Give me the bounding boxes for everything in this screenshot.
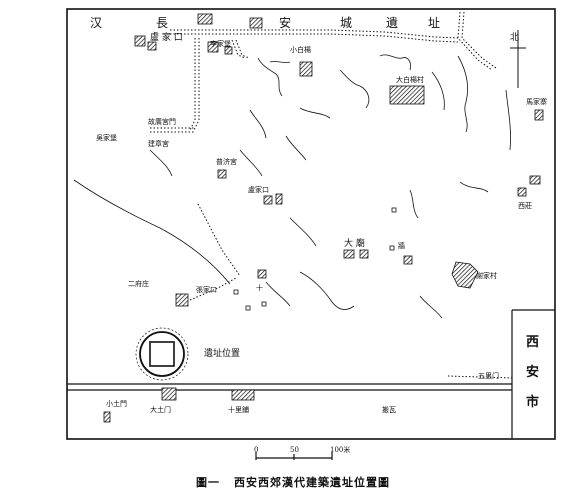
figure-title: 西安西郊漢代建築遺址位置圖	[234, 476, 390, 489]
village-blocks	[103, 13, 544, 423]
terrain-lines	[73, 54, 511, 319]
label-ma-jia-zhai: 馬家寨	[526, 97, 547, 106]
railway	[67, 309, 555, 439]
label-xiao-tu-men: 小土門	[106, 399, 127, 408]
label-xi-zhuang: 西莊	[518, 201, 532, 210]
north-label: 北	[510, 32, 519, 43]
label-er-fu-zhuang: 二府庄	[128, 279, 149, 288]
small-markers	[233, 207, 397, 311]
wall-char-3: 安	[279, 15, 291, 30]
wall-char-2: 長	[156, 16, 168, 30]
label-xie-jia-cun: 謝家村	[476, 271, 497, 280]
scale-bar	[255, 452, 333, 460]
city-char-3: 市	[526, 394, 539, 410]
scale-tick-50: 50	[290, 446, 299, 454]
label-li-jia-bao: 李家堡	[210, 39, 231, 48]
city-char-2: 安	[526, 364, 539, 380]
label-mark-1: 十	[256, 283, 263, 292]
label-da-bai-yang-cun: 大白楊村	[396, 75, 424, 84]
label-zhang-jia-kou: 張家口	[196, 285, 217, 294]
figure-caption: 圖一 西安西郊漢代建築遺址位置圖	[0, 474, 586, 490]
north-arrow	[510, 30, 526, 88]
wall-char-1: 汉	[90, 16, 102, 30]
label-lu-jia-kou-top: 盧 家 口	[150, 31, 183, 43]
label-xiao-bai-yang: 小白楊	[290, 45, 311, 54]
label-lu-jia-kou: 盧家口	[248, 185, 269, 194]
label-da-miao: 大 廟	[344, 237, 365, 249]
label-shi-li-pu: 十里鋪	[228, 405, 249, 414]
city-char-1: 西	[526, 335, 539, 350]
scale-tick-100: 100米	[330, 445, 350, 454]
dotted-road	[189, 203, 513, 379]
site-marker	[135, 327, 189, 381]
wall-title: 汉 長 安 城 遺 址	[90, 15, 440, 30]
label-site-location: 遺址位置	[204, 347, 240, 359]
wall-char-5: 遺	[386, 15, 398, 30]
wall-char-6: 址	[428, 16, 440, 30]
city-wall	[150, 11, 497, 133]
label-jian-zhang-gong: 建章宮	[148, 139, 169, 148]
label-da-tu-men: 大土门	[150, 405, 171, 414]
label-gu-dan-men: 故廣宮門	[148, 117, 176, 126]
wall-char-4: 城	[340, 16, 352, 30]
label-pu-ji-gong: 普济宮	[216, 157, 237, 166]
label-wu-jia-bao: 吳家堡	[96, 133, 117, 142]
figure-number: 圖一	[196, 476, 220, 489]
scale-tick-0: 0	[254, 446, 258, 454]
label-mark-2: 牆	[398, 241, 405, 250]
label-wu-li-men: 五里门	[478, 371, 499, 380]
map-frame	[66, 8, 556, 440]
label-ban-wa: 搬瓦	[382, 405, 396, 414]
